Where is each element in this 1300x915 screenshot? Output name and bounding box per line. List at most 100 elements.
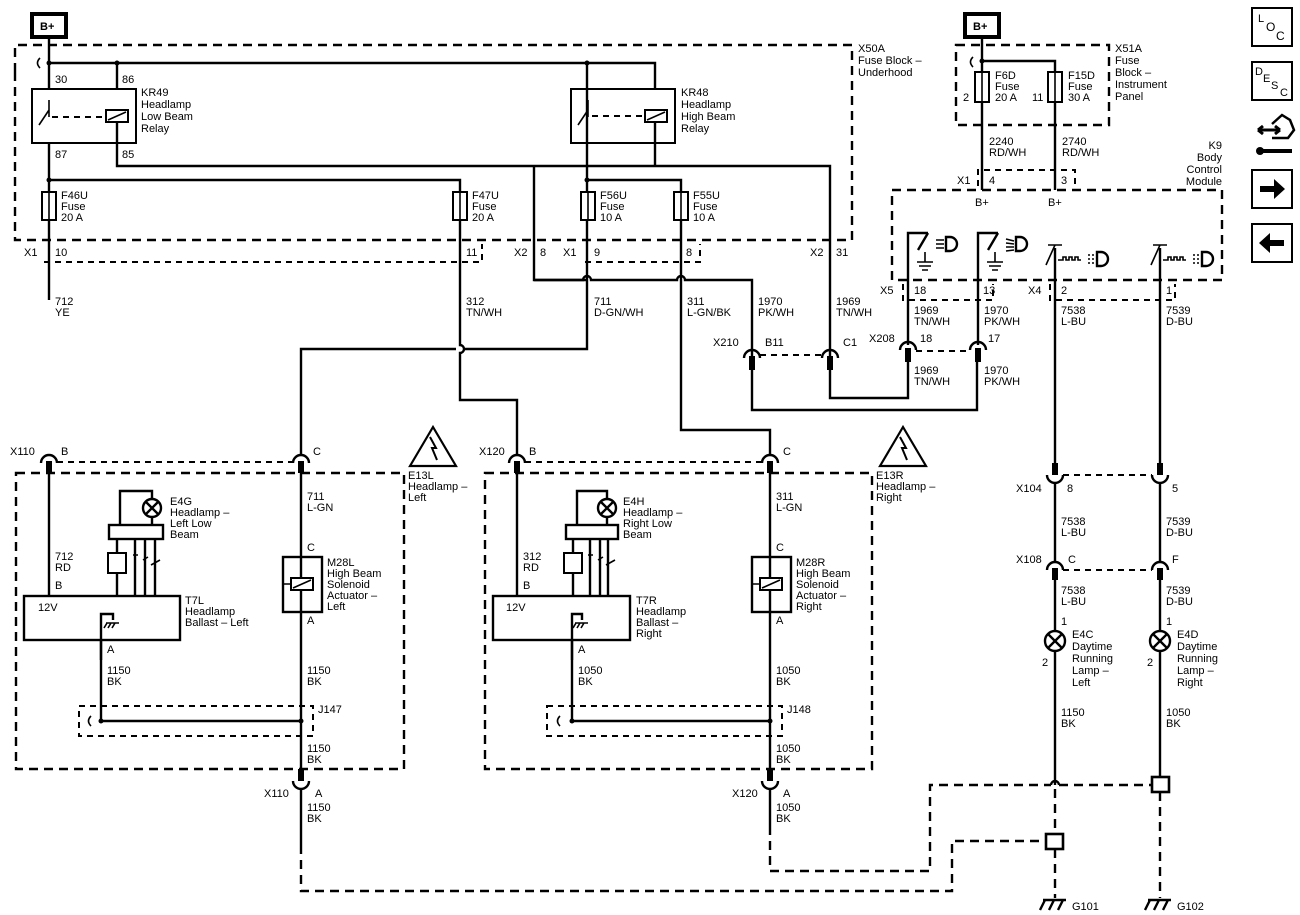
connector-x104: X104 8 5 bbox=[1016, 463, 1178, 495]
e4c-line3: Lamp – bbox=[1072, 665, 1110, 677]
pin-a: A bbox=[307, 615, 315, 627]
kr49-line1: Headlamp bbox=[141, 99, 191, 111]
wire-color: TN/WH bbox=[914, 316, 950, 328]
drl-lamp-e4d: 1 2 E4D Daytime Running Lamp – Right bbox=[1147, 616, 1218, 689]
conn-x1: X1 bbox=[957, 175, 970, 187]
conn-x210: X210 bbox=[713, 337, 739, 349]
e4h-line3: Beam bbox=[623, 529, 652, 541]
b-plus-label: B+ bbox=[973, 21, 987, 33]
m28r-line3: Actuator – bbox=[796, 590, 847, 602]
e13r-id: E13R bbox=[876, 470, 904, 482]
battery-positive-left: B+ bbox=[30, 12, 68, 39]
wire-color: D-BU bbox=[1166, 316, 1193, 328]
wire-color: TN/WH bbox=[466, 307, 502, 319]
connector-end-view-button[interactable] bbox=[1256, 113, 1296, 155]
kr48-line1: Headlamp bbox=[681, 99, 731, 111]
wire-color: D-BU bbox=[1166, 527, 1193, 539]
pin-17: 17 bbox=[988, 333, 1000, 345]
pin-4: 4 bbox=[989, 175, 995, 187]
fuse-type: Fuse bbox=[1068, 81, 1092, 93]
j147-id: J147 bbox=[318, 704, 342, 716]
fuse-rating: 30 A bbox=[1068, 92, 1091, 104]
loc-l: L bbox=[1258, 13, 1264, 25]
fuse-id: F47U bbox=[472, 190, 499, 202]
wire-color: RD bbox=[55, 562, 71, 574]
pin-a: A bbox=[776, 615, 784, 627]
location-button[interactable]: L O C bbox=[1251, 7, 1293, 47]
fuse-block-ip-label: X51A Fuse Block – Instrument Panel bbox=[1115, 43, 1167, 103]
conn-x2: X2 bbox=[514, 247, 527, 259]
wire-num: 312 bbox=[466, 296, 484, 308]
e4g-id: E4G bbox=[170, 496, 192, 508]
t7l-id: T7L bbox=[185, 595, 204, 607]
chassis-ground-icon bbox=[103, 622, 119, 629]
ground-g101: G101 bbox=[1038, 898, 1099, 913]
g101-label: G101 bbox=[1072, 901, 1099, 913]
x51a-line4: Panel bbox=[1115, 91, 1143, 103]
splice-pack-g101 bbox=[1044, 832, 1065, 851]
description-button[interactable]: D E S C bbox=[1251, 61, 1293, 101]
bcm-outline bbox=[890, 188, 1224, 282]
wire-num: 1150 bbox=[307, 665, 331, 677]
t7r-line3: Right bbox=[636, 628, 662, 640]
wire-num: 1050 bbox=[776, 665, 800, 677]
e4d-line3: Lamp – bbox=[1177, 665, 1215, 677]
warning-triangle-right bbox=[878, 424, 928, 468]
x50a-line2: Underhood bbox=[858, 67, 912, 79]
wire-num: 712 bbox=[55, 296, 73, 308]
wire-color: BK bbox=[307, 676, 322, 688]
previous-page-button[interactable] bbox=[1251, 223, 1293, 263]
fuse-type: Fuse bbox=[995, 81, 1019, 93]
fuse-rating: 10 A bbox=[693, 212, 716, 224]
conn-x5: X5 bbox=[880, 285, 893, 297]
conn-x120: X120 bbox=[479, 446, 505, 458]
wire-color: RD/WH bbox=[989, 147, 1026, 159]
wire-color: BK bbox=[578, 676, 593, 688]
kr48-id: KR48 bbox=[681, 87, 709, 99]
conn-x108: X108 bbox=[1016, 554, 1042, 566]
pin-c: C bbox=[783, 446, 791, 458]
arrow-right-icon bbox=[1260, 179, 1285, 199]
t7r-line2: Ballast – bbox=[636, 617, 679, 629]
pin-c: C bbox=[1068, 554, 1076, 566]
kr49-id: KR49 bbox=[141, 87, 169, 99]
wire-color: L-BU bbox=[1061, 527, 1086, 539]
fuse-block-underhood-outline bbox=[13, 43, 854, 242]
desc-s: S bbox=[1271, 80, 1278, 92]
pin-c: C bbox=[307, 542, 315, 554]
e4d-id: E4D bbox=[1177, 629, 1198, 641]
splice-j147: J147 bbox=[78, 704, 342, 737]
fuse-f15d: F15D Fuse 30 A 11 bbox=[1032, 70, 1095, 104]
fuse-type: Fuse bbox=[61, 201, 85, 213]
conn-x120: X120 bbox=[732, 788, 758, 800]
bcm-drl-left-output bbox=[1045, 244, 1110, 300]
pin-b: B bbox=[61, 446, 68, 458]
pin-18: 18 bbox=[914, 285, 926, 297]
ground-path-left bbox=[299, 839, 1045, 893]
bcm-line3: Module bbox=[1186, 176, 1222, 188]
wire-color: RD/WH bbox=[1062, 147, 1099, 159]
connector-x110-bottom: X110 A bbox=[264, 769, 323, 800]
bcm-id: K9 bbox=[1209, 140, 1222, 152]
x51a-id: X51A bbox=[1115, 43, 1143, 55]
fuse-id: F56U bbox=[600, 190, 627, 202]
next-page-button[interactable] bbox=[1251, 169, 1293, 209]
connector-x110-top: X110 B C bbox=[10, 446, 321, 473]
fuse-pin: 2 bbox=[963, 92, 969, 104]
g102-label: G102 bbox=[1177, 901, 1204, 913]
pin-b: B bbox=[523, 580, 530, 592]
e4d-line2: Running bbox=[1177, 653, 1218, 665]
pin-b: B bbox=[55, 580, 62, 592]
wire-color: L-GN bbox=[776, 502, 802, 514]
e4d-line1: Daytime bbox=[1177, 641, 1217, 653]
e13l-id: E13L bbox=[408, 470, 434, 482]
bcm-low-beam-output bbox=[906, 231, 959, 300]
pin-13: 13 bbox=[983, 285, 995, 297]
wire-num: 1969 bbox=[914, 365, 938, 377]
e4h-line1: Headlamp – bbox=[623, 507, 683, 519]
fuse-block-underhood-label: X50A Fuse Block – Underhood bbox=[858, 43, 922, 79]
fuse-f55u: F55U Fuse 10 A bbox=[673, 190, 720, 224]
m28l-line2: Solenoid bbox=[327, 579, 370, 591]
pin-10: 10 bbox=[55, 247, 67, 259]
